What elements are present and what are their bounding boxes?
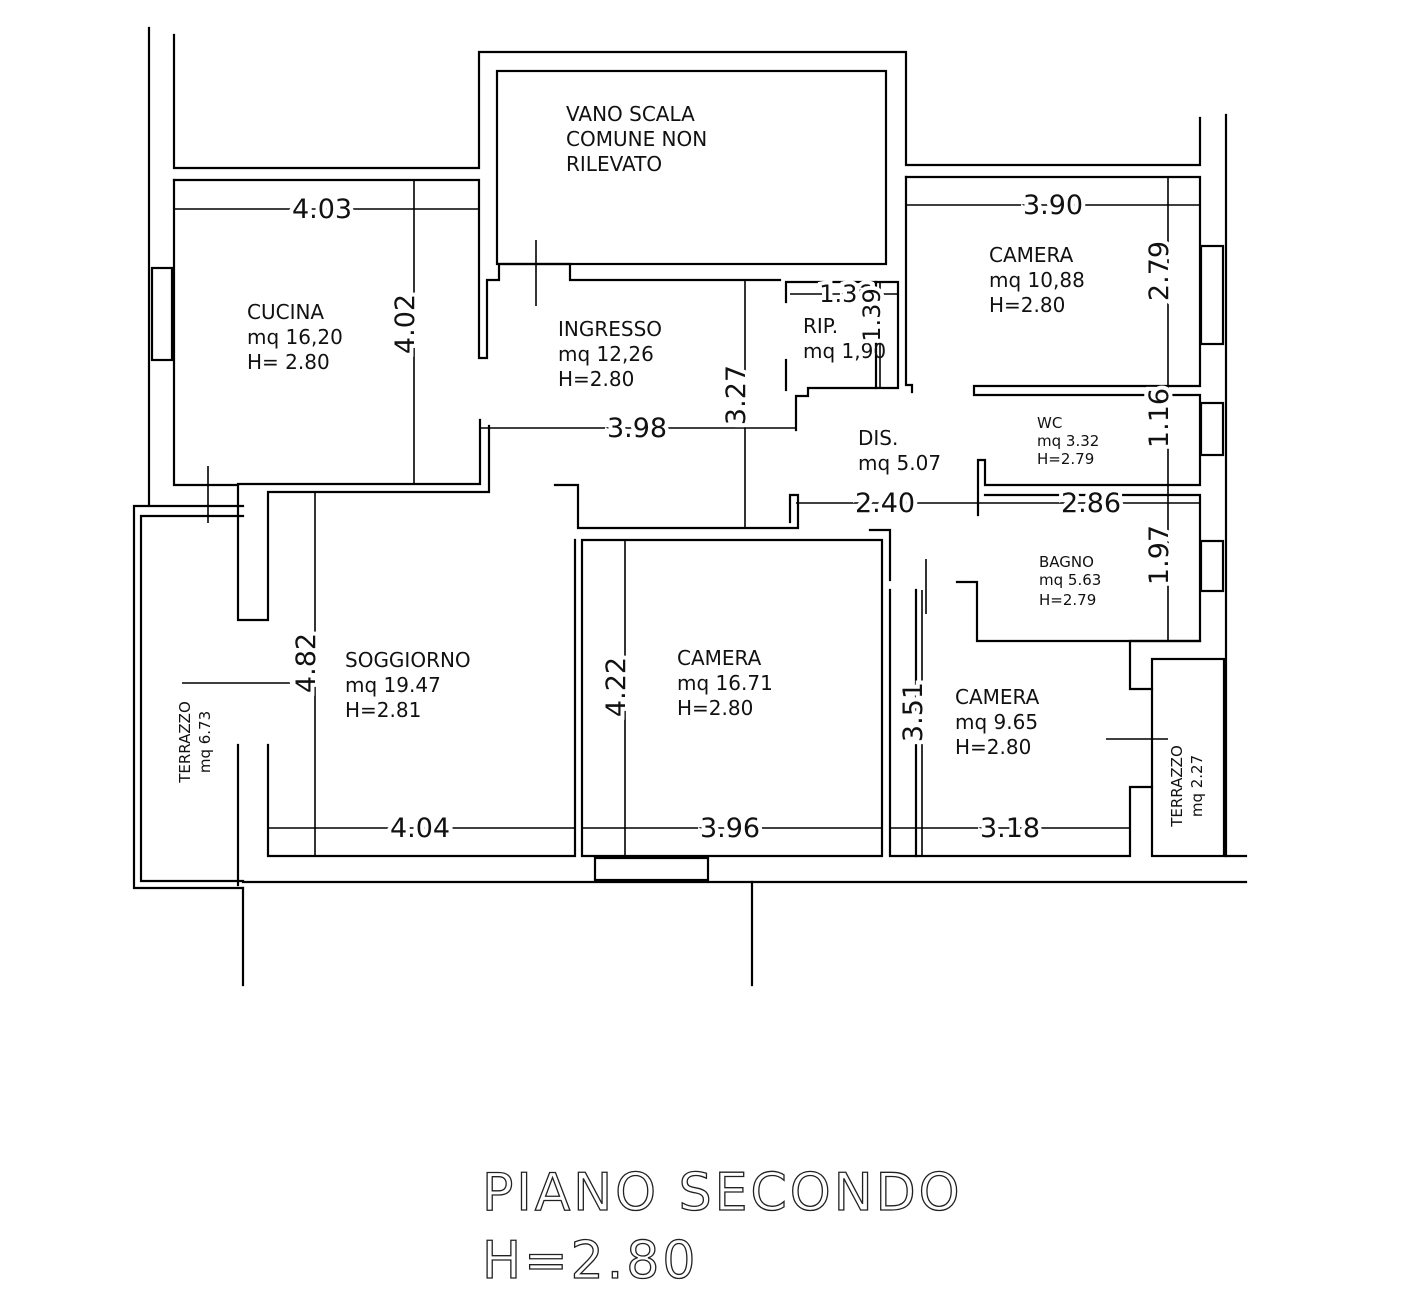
terrazzo-w-area: mq 6.73 <box>196 711 214 773</box>
dim-dis-width: 2.40 <box>855 488 915 519</box>
camera-mid-area: mq 16.71 <box>677 671 773 695</box>
camera-mid-height: H=2.80 <box>677 696 753 720</box>
dim-bagno-width: 2.86 <box>1061 488 1121 519</box>
walls <box>132 26 1248 987</box>
ingresso-area: mq 12,26 <box>558 342 654 366</box>
camera-se-area: mq 9.65 <box>955 710 1038 734</box>
camera-ne-height: H=2.80 <box>989 293 1065 317</box>
camera-mid-name: CAMERA <box>677 646 762 670</box>
floor-title: PIANO SECONDO <box>482 1163 963 1223</box>
camera-ne-area: mq 10,88 <box>989 268 1085 292</box>
soggiorno-height: H=2.81 <box>345 698 421 722</box>
camera-se-height: H=2.80 <box>955 735 1031 759</box>
dim-cucina-width: 4.03 <box>292 194 352 225</box>
cucina-area: mq 16,20 <box>247 325 343 349</box>
dim-soggiorno-height: 4.82 <box>291 633 322 693</box>
dim-camera-ne-height: 2.79 <box>1144 241 1175 301</box>
camera-ne-name: CAMERA <box>989 243 1074 267</box>
bagno-area: mq 5.63 <box>1039 571 1101 589</box>
dim-camera-se-height: 3.51 <box>898 682 929 742</box>
soggiorno-area: mq 19.47 <box>345 673 441 697</box>
dim-camera-mid-height: 4.22 <box>601 657 632 717</box>
stair-label-line-1: VANO SCALA <box>566 102 695 126</box>
ingresso-name: INGRESSO <box>558 317 662 341</box>
dim-bagno-height: 1.97 <box>1144 525 1175 585</box>
dim-wc-height: 1.16 <box>1144 388 1175 448</box>
wc-height: H=2.79 <box>1037 450 1094 468</box>
dim-rip-width: 1.36 <box>819 280 872 308</box>
dim-ingresso-height: 3.27 <box>721 365 752 425</box>
stair-label-line-3: RILEVATO <box>566 152 662 176</box>
camera-se-name: CAMERA <box>955 685 1040 709</box>
dis-area: mq 5.07 <box>858 451 941 475</box>
terrazzo-e-name: TERRAZZO <box>1168 745 1186 828</box>
rip-name: RIP. <box>803 314 838 338</box>
bagno-height: H=2.79 <box>1039 591 1096 609</box>
dim-camera-se-width: 3.18 <box>980 813 1040 844</box>
dim-camera-mid-width: 3.96 <box>700 813 760 844</box>
cucina-height: H= 2.80 <box>247 350 330 374</box>
bagno-name: BAGNO <box>1039 553 1094 571</box>
dim-camera-ne-width: 3.90 <box>1023 190 1083 221</box>
rip-area: mq 1,90 <box>803 339 886 363</box>
terrazzo-w-name: TERRAZZO <box>176 701 194 784</box>
floor-height: H=2.80 <box>482 1231 698 1291</box>
dis-name: DIS. <box>858 426 898 450</box>
cucina-name: CUCINA <box>247 300 324 324</box>
soggiorno-name: SOGGIORNO <box>345 648 471 672</box>
dim-soggiorno-width: 4.04 <box>390 813 450 844</box>
dimension-lines <box>174 177 1200 856</box>
terrazzo-e-area: mq 2.27 <box>1188 755 1206 817</box>
wc-area: mq 3.32 <box>1037 432 1099 450</box>
dim-ingresso-width: 3.98 <box>607 413 667 444</box>
dim-rip-height: 1.39 <box>858 288 886 341</box>
wc-name: WC <box>1037 414 1062 432</box>
dim-cucina-height: 4.02 <box>390 294 421 354</box>
stair-label-line-2: COMUNE NON <box>566 127 707 151</box>
ingresso-height: H=2.80 <box>558 367 634 391</box>
